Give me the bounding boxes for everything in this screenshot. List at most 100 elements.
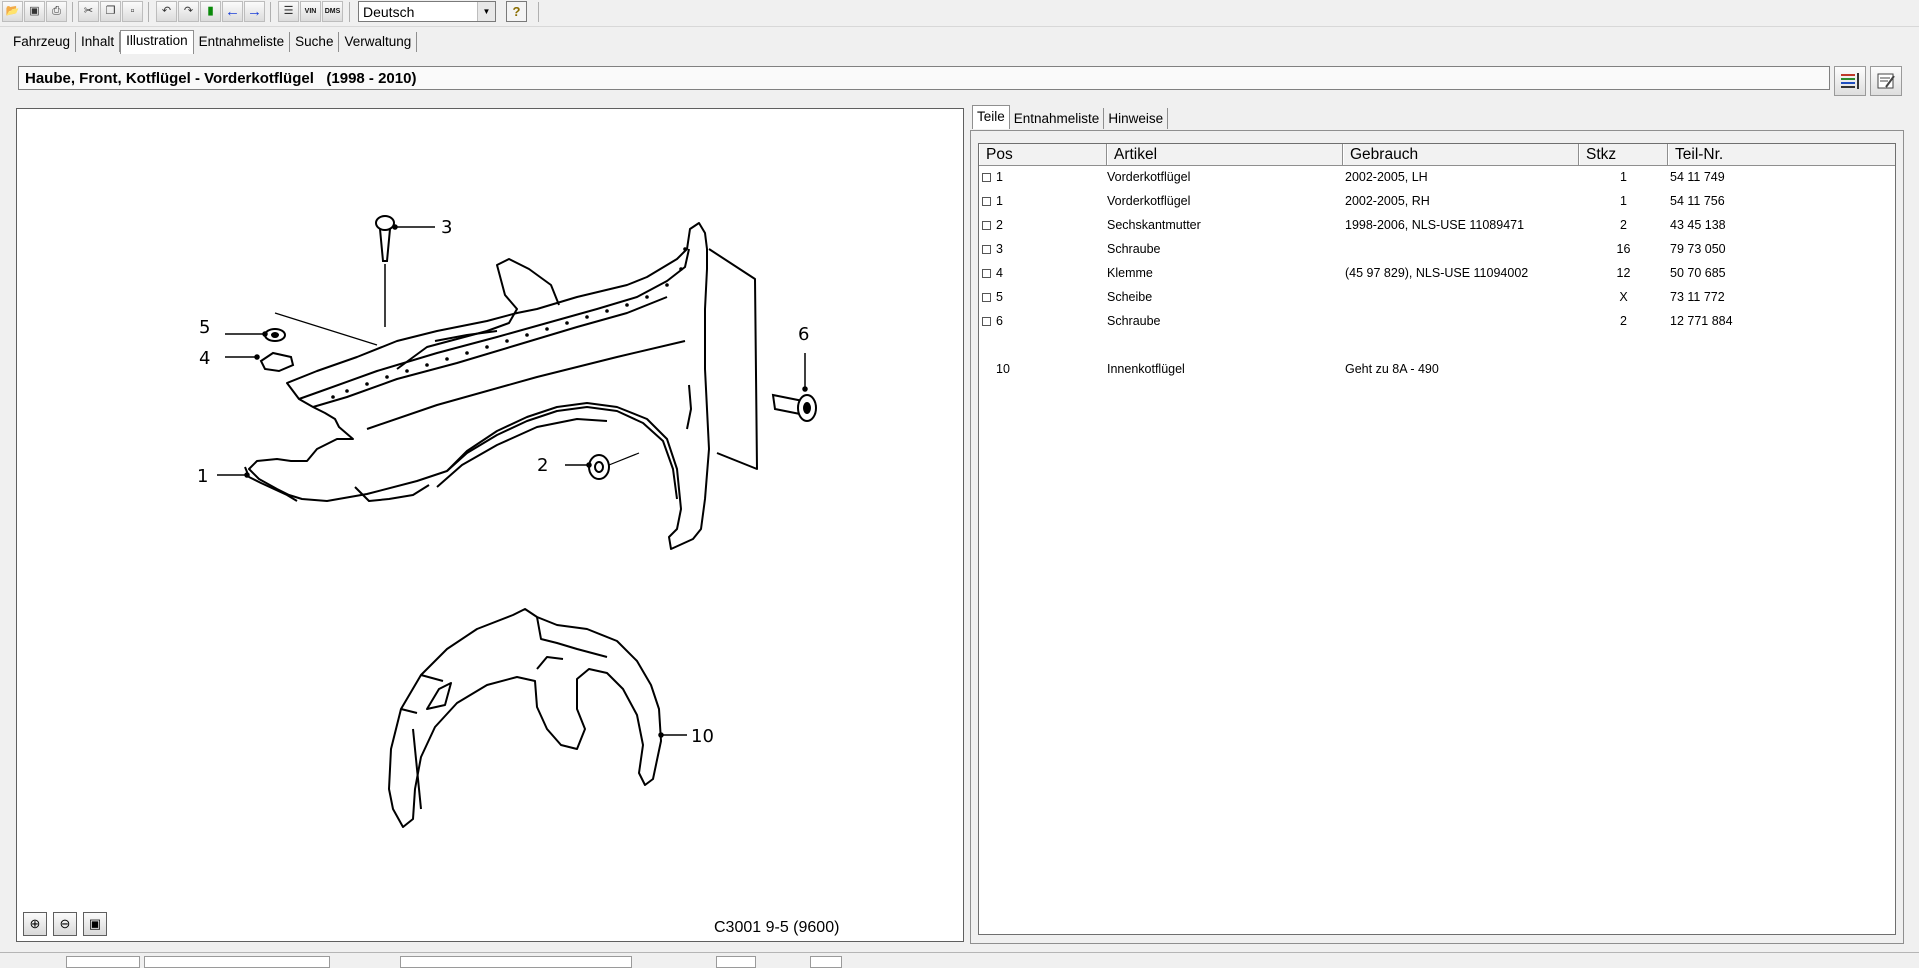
help-icon[interactable]: ? <box>506 1 527 22</box>
callout-labels: 1 2 3 4 5 6 10 <box>197 217 809 747</box>
cell-pos: 4 <box>996 266 1003 280</box>
page-title: Haube, Front, Kotflügel - Vorderkotflüge… <box>25 70 417 87</box>
bookmark-icon[interactable]: ▮ <box>200 1 221 22</box>
fender-diagram[interactable]: 1 2 3 4 5 6 10 <box>17 109 963 941</box>
callout-4[interactable]: 4 <box>199 348 210 369</box>
status-field <box>400 956 632 968</box>
print-icon[interactable]: ⎙ <box>46 1 67 22</box>
reference-row[interactable]: 10 Innenkotflügel Geht zu 8A - 490 <box>979 357 1895 381</box>
cell-stkz: X <box>1619 290 1628 304</box>
col-artikel[interactable]: Artikel <box>1107 144 1343 165</box>
cell-artikel: Klemme <box>1107 266 1153 280</box>
dms-button[interactable]: DMS <box>322 1 343 22</box>
status-field <box>810 956 842 968</box>
row-checkbox[interactable] <box>982 269 991 278</box>
callout-3[interactable]: 3 <box>441 217 452 238</box>
tab-verwaltung[interactable]: Verwaltung <box>339 32 418 52</box>
tab-teile[interactable]: Teile <box>972 105 1010 129</box>
cell-stkz: 2 <box>1620 218 1627 232</box>
toolbar-separator <box>148 2 149 22</box>
toolbar-separator <box>270 2 271 22</box>
cell-pos: 2 <box>996 218 1003 232</box>
tab-inhalt[interactable]: Inhalt <box>76 32 121 52</box>
table-row[interactable]: 3 Schraube 16 79 73 050 <box>979 237 1895 261</box>
language-select[interactable]: Deutsch ▼ <box>358 1 496 22</box>
screw-3 <box>375 215 395 327</box>
callout-leaders <box>217 224 808 738</box>
zoom-in-button[interactable]: ⊕ <box>23 912 47 936</box>
row-checkbox[interactable] <box>982 293 991 302</box>
cell-pos: 1 <box>996 194 1003 208</box>
cell-teil-nr: 54 11 756 <box>1670 194 1725 208</box>
vin-button[interactable]: VIN <box>300 1 321 22</box>
cell-gebrauch-link[interactable]: Geht zu 8A - 490 <box>1345 362 1439 376</box>
row-checkbox[interactable] <box>982 245 991 254</box>
tab-illustration[interactable]: Illustration <box>120 30 194 54</box>
callout-1[interactable]: 1 <box>197 466 208 487</box>
status-bar <box>0 952 1919 968</box>
cell-gebrauch: 2002-2005, RH <box>1345 194 1430 208</box>
edit-note-icon <box>1877 73 1895 89</box>
cell-artikel: Sechskantmutter <box>1107 218 1201 232</box>
forward-arrow-icon[interactable]: → <box>244 1 265 22</box>
fit-window-icon: ▣ <box>88 916 102 931</box>
zoom-fit-button[interactable]: ▣ <box>83 912 107 936</box>
chevron-down-icon[interactable]: ▼ <box>477 2 495 21</box>
save-icon[interactable]: ▣ <box>24 1 45 22</box>
tab-hinweise[interactable]: Hinweise <box>1104 108 1169 129</box>
table-row[interactable]: 4 Klemme (45 97 829), NLS-USE 11094002 1… <box>979 261 1895 285</box>
zoom-out-button[interactable]: ⊖ <box>53 912 77 936</box>
callout-5[interactable]: 5 <box>199 317 210 338</box>
zoom-in-icon: ⊕ <box>29 916 41 931</box>
cell-teil-nr: 79 73 050 <box>1670 242 1726 256</box>
illustration-caption: C3001 9-5 (9600) <box>714 919 840 936</box>
inner-fender-liner <box>388 608 662 828</box>
screw-6 <box>771 393 817 422</box>
table-row[interactable]: 1 Vorderkotflügel 2002-2005, RH 1 54 11 … <box>979 189 1895 213</box>
tab-entnahmeliste-parts[interactable]: Entnahmeliste <box>1010 108 1105 129</box>
cell-stkz: 1 <box>1620 170 1627 184</box>
add-to-list-button[interactable] <box>1834 66 1866 96</box>
tab-entnahmeliste[interactable]: Entnahmeliste <box>194 32 291 52</box>
col-pos[interactable]: Pos <box>979 144 1107 165</box>
paste-icon[interactable]: ▫ <box>122 1 143 22</box>
row-checkbox[interactable] <box>982 173 991 182</box>
cell-teil-nr: 50 70 685 <box>1670 266 1726 280</box>
col-gebrauch[interactable]: Gebrauch <box>1343 144 1579 165</box>
redo-icon[interactable]: ↷ <box>178 1 199 22</box>
row-checkbox[interactable] <box>982 221 991 230</box>
col-teil-nr[interactable]: Teil-Nr. <box>1668 144 1895 165</box>
back-arrow-icon[interactable]: ← <box>222 1 243 22</box>
cell-artikel: Scheibe <box>1107 290 1153 304</box>
illustration-panel: 1 2 3 4 5 6 10 ⊕ ⊖ ▣ C3001 9-5 (9600) <box>16 108 964 942</box>
row-checkbox[interactable] <box>982 317 991 326</box>
callout-6[interactable]: 6 <box>798 324 809 345</box>
language-value: Deutsch <box>363 4 415 20</box>
copy-icon[interactable]: ❐ <box>100 1 121 22</box>
cut-icon[interactable]: ✂ <box>78 1 99 22</box>
table-row[interactable]: 6 Schraube 2 12 771 884 <box>979 309 1895 333</box>
cell-teil-nr: 54 11 749 <box>1670 170 1725 184</box>
cell-artikel: Vorderkotflügel <box>1107 194 1191 208</box>
row-checkbox[interactable] <box>982 197 991 206</box>
callout-2[interactable]: 2 <box>537 455 548 476</box>
notes-button[interactable] <box>1870 66 1902 96</box>
nut-2 <box>588 452 640 480</box>
callout-10[interactable]: 10 <box>691 726 714 747</box>
table-row[interactable]: 5 Scheibe X 73 11 772 <box>979 285 1895 309</box>
tab-suche[interactable]: Suche <box>290 32 340 52</box>
washer-5-clip-4 <box>259 312 378 373</box>
table-row[interactable]: 2 Sechskantmutter 1998-2006, NLS-USE 110… <box>979 213 1895 237</box>
undo-icon[interactable]: ↶ <box>156 1 177 22</box>
table-row[interactable]: 1 Vorderkotflügel 2002-2005, LH 1 54 11 … <box>979 165 1895 189</box>
col-stkz[interactable]: Stkz <box>1579 144 1668 165</box>
cell-gebrauch: (45 97 829), NLS-USE 11094002 <box>1345 266 1529 280</box>
cell-pos: 6 <box>996 314 1003 328</box>
cell-teil-nr: 43 45 138 <box>1670 218 1726 232</box>
parts-table: Pos Artikel Gebrauch Stkz Teil-Nr. 1 Vor… <box>978 143 1896 935</box>
parts-list-icon[interactable]: ☰ <box>278 1 299 22</box>
main-tabs: Fahrzeug Inhalt Illustration Entnahmelis… <box>8 30 418 54</box>
open-folder-icon[interactable]: 📂 <box>2 1 23 22</box>
toolbar-separator <box>349 2 350 22</box>
tab-fahrzeug[interactable]: Fahrzeug <box>8 32 77 52</box>
